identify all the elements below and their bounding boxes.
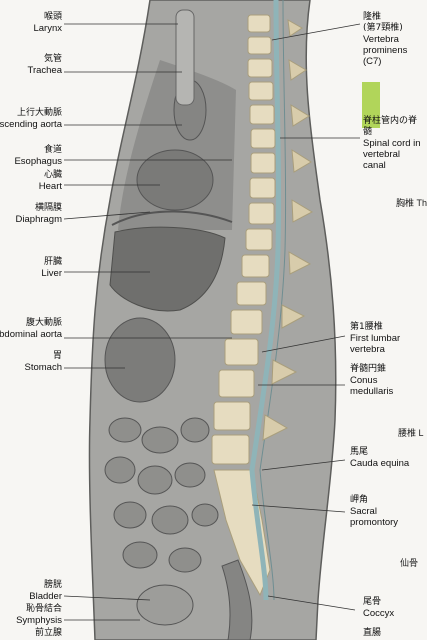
spinous-processes [262, 19, 314, 441]
bladder-shape [136, 584, 194, 626]
label-vertebra-prominens: 隆椎 (第7頸椎)Vertebra prominens (C7) [363, 12, 408, 67]
region-sacral: 仙骨 [400, 558, 419, 568]
intestine-loops [104, 417, 219, 573]
highlight-marker [362, 82, 380, 128]
region-thoracic: 胸椎 Th [396, 198, 427, 208]
region-lumbar: 腰椎 L [398, 428, 424, 438]
spinal-canal-outline [259, 0, 287, 601]
liver-shape [109, 226, 226, 312]
rectum-shape [221, 559, 253, 640]
spinal-cord [249, 0, 282, 601]
heart-shape [136, 149, 214, 211]
diaphragm-line [111, 210, 233, 226]
leader-lines [63, 23, 361, 621]
label-abdominal-aorta: 腹大動脈Abdominal aorta [0, 318, 62, 340]
label-prostate: 前立腺 [34, 628, 62, 638]
stomach-shape [104, 317, 176, 403]
label-rectum: 直腸 [363, 628, 382, 638]
trachea-tube [175, 9, 195, 106]
